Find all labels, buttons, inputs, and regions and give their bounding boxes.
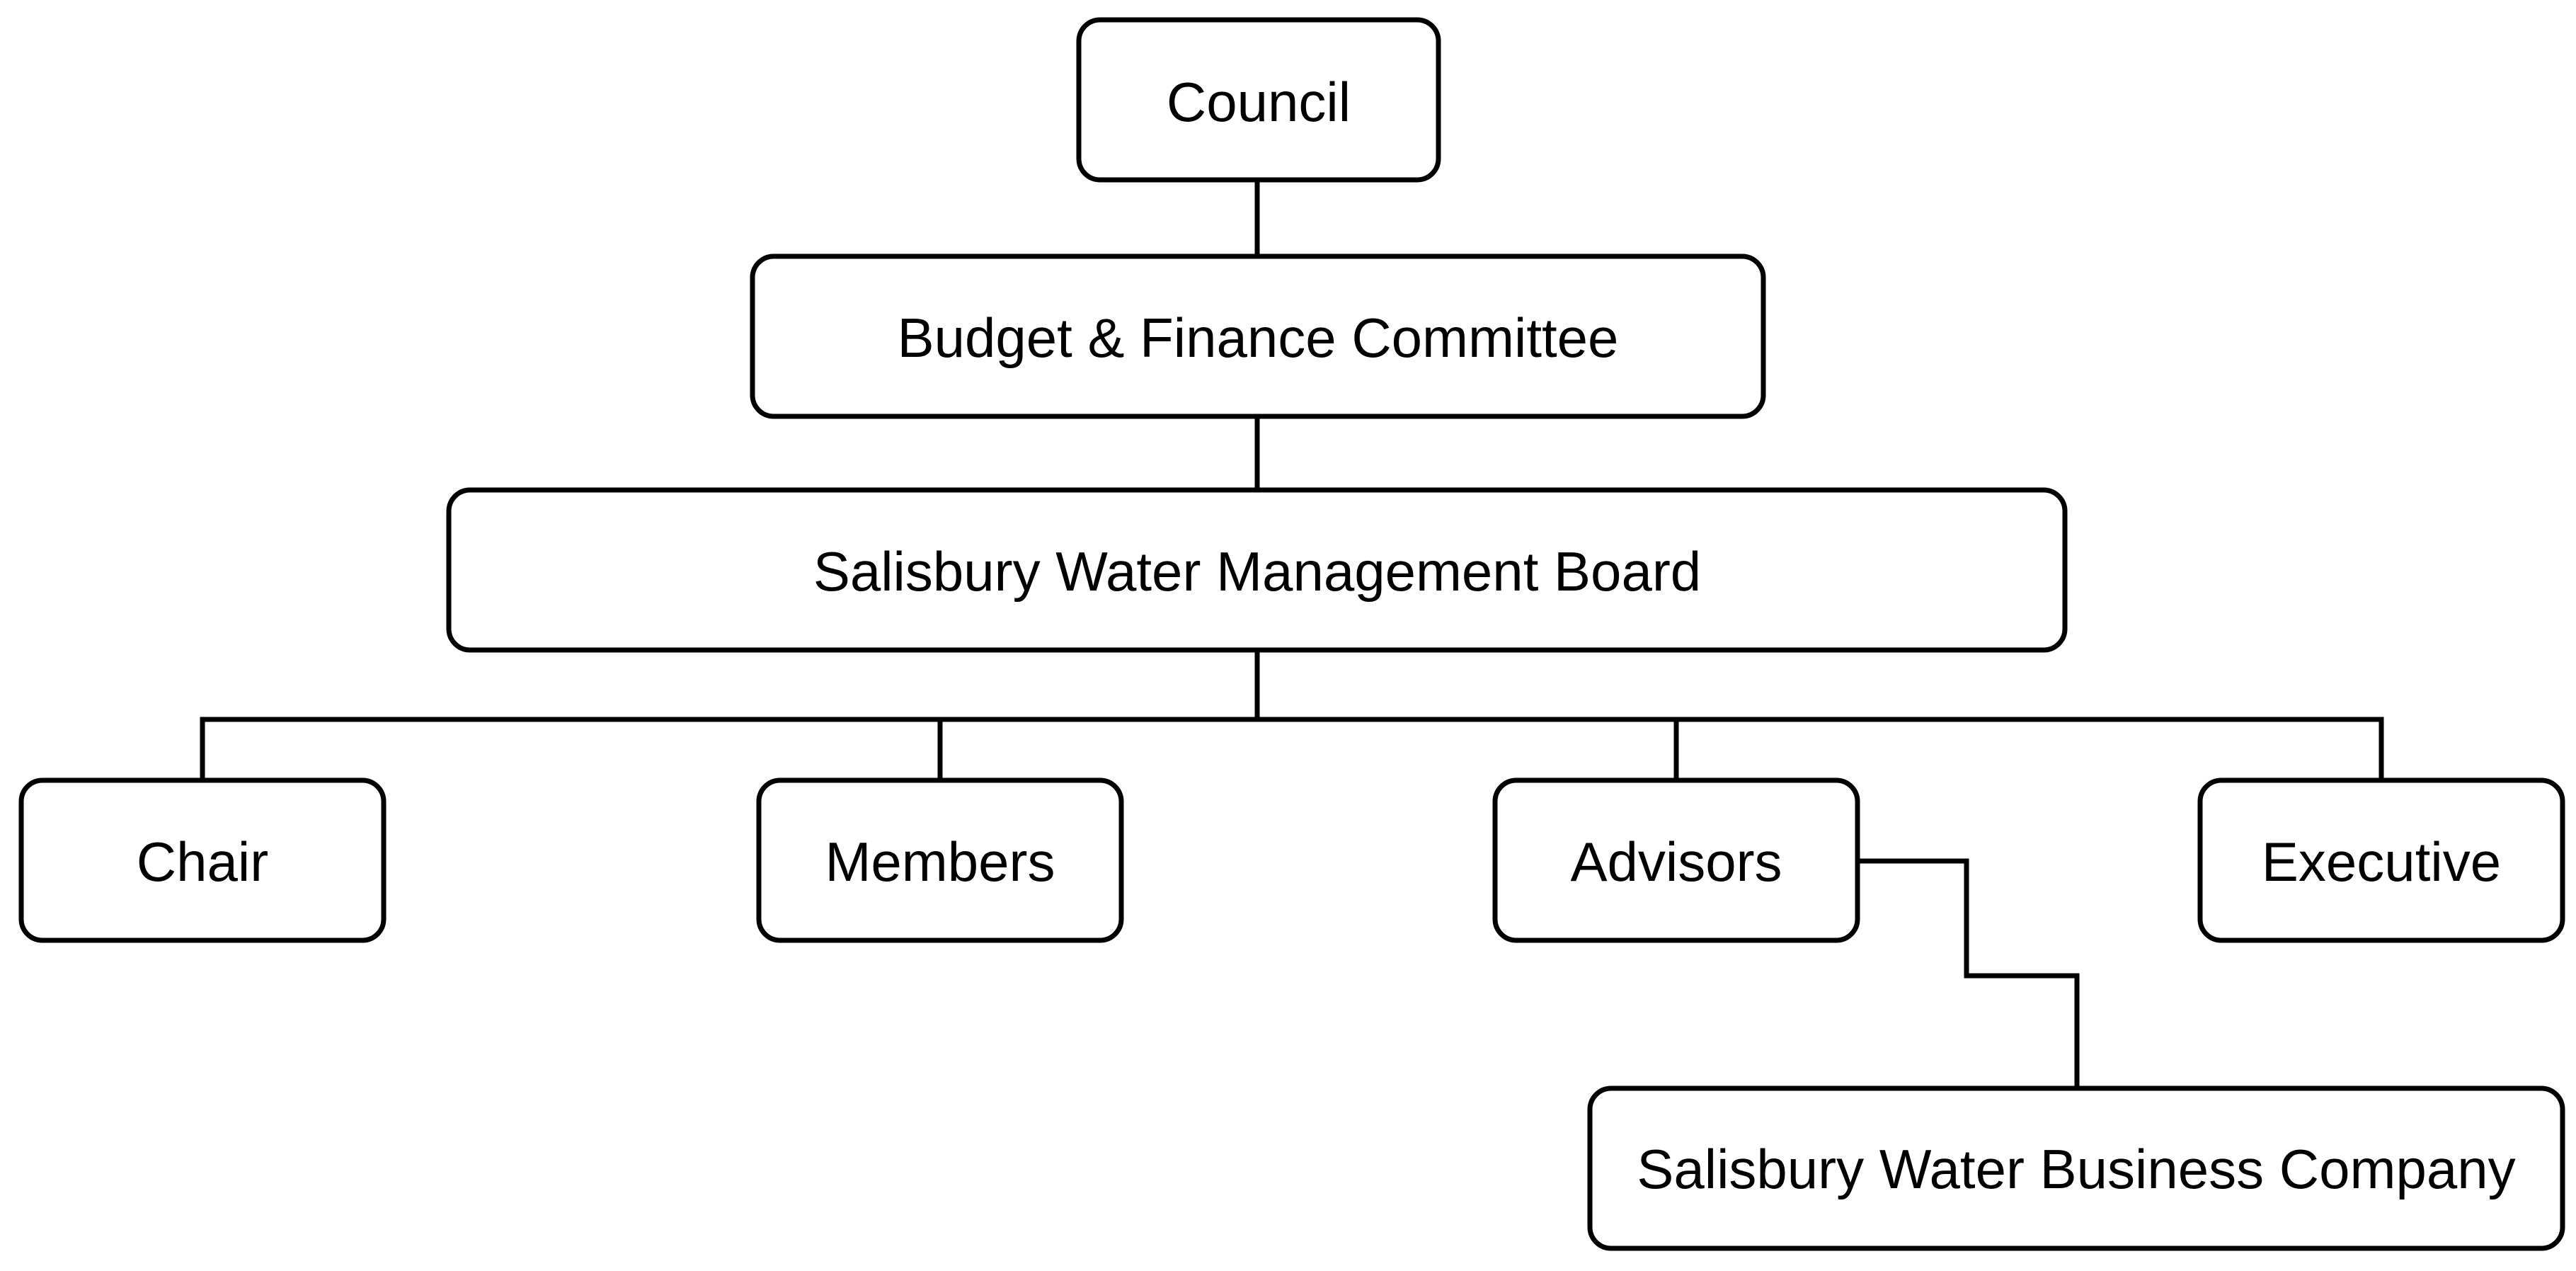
node-chair: Chair [18, 777, 387, 943]
node-label: Salisbury Water Management Board [813, 540, 1701, 603]
node-label: Salisbury Water Business Company [1637, 1138, 2515, 1200]
node-label: Budget & Finance Committee [898, 307, 1619, 369]
node-budget-finance-committee: Budget & Finance Committee [750, 253, 1766, 419]
node-label: Council [1167, 71, 1351, 133]
node-label: Chair [137, 831, 268, 893]
node-advisors: Advisors [1492, 777, 1860, 943]
node-members: Members [756, 777, 1124, 943]
node-label: Executive [2262, 831, 2501, 893]
node-salisbury-water-management-board: Salisbury Water Management Board [446, 487, 2068, 653]
edge-advisors-company [1856, 858, 2080, 1090]
node-council: Council [1076, 17, 1441, 183]
connectors [200, 180, 2384, 1090]
node-label: Advisors [1570, 831, 1782, 893]
node-label: Members [825, 831, 1055, 893]
node-salisbury-water-business-company: Salisbury Water Business Company [1587, 1085, 2565, 1251]
node-executive: Executive [2197, 777, 2565, 943]
